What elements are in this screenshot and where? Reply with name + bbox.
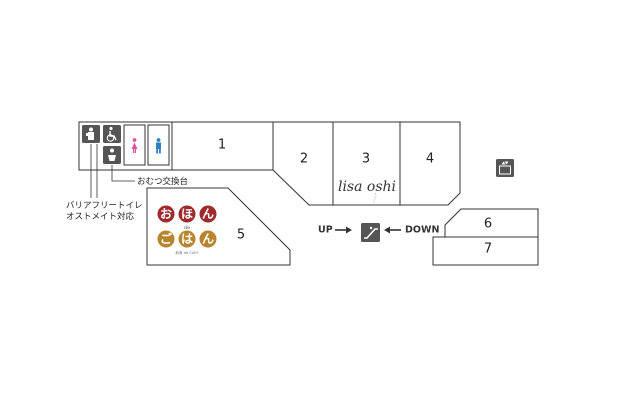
nursing-room-label: おむつ交換台: [137, 176, 188, 187]
store-3-logo-text: lisa oshi: [338, 179, 396, 195]
accessible-toilet-label-2: オストメイト対応: [66, 211, 135, 222]
store-3-logo: lisa oshi: [338, 179, 396, 206]
logo-char: は: [181, 232, 193, 246]
restroom-block[interactable]: [78, 121, 173, 171]
store-2-outline[interactable]: [272, 121, 334, 206]
ostomate-icon: [82, 125, 100, 143]
store-2-number: 2: [300, 152, 308, 167]
store-5-logo: お ほ ん de ご は ん 和食 de CAFE: [157, 205, 217, 255]
logo-sub: 和食 de CAFE: [175, 250, 199, 255]
store-4-number: 4: [426, 152, 434, 167]
logo-char: お: [160, 207, 172, 221]
store-6-number: 6: [484, 217, 492, 232]
store-4-outline[interactable]: [399, 121, 461, 206]
logo-char: ご: [160, 231, 173, 246]
store-7-number: 7: [484, 242, 492, 257]
wheelchair-icon: [103, 125, 121, 143]
logo-char: ん: [202, 207, 214, 221]
store-5-outline[interactable]: [146, 187, 291, 266]
male-toilet-icon: [147, 124, 170, 166]
logo-char: ん: [202, 232, 214, 246]
accessible-toilet-label-1: バリアフリートイレ: [66, 201, 143, 211]
escalator-group[interactable]: UP DOWN: [318, 223, 439, 242]
up-label: UP: [318, 225, 333, 236]
down-label: DOWN: [405, 225, 439, 236]
logo-char: ほ: [181, 207, 193, 221]
female-toilet-icon: [123, 124, 146, 166]
store-5-number: 5: [237, 228, 245, 243]
store-1-number: 1: [218, 138, 226, 153]
arrow-left-icon: [384, 226, 401, 234]
arrow-right-icon: [335, 226, 352, 234]
store-3-number: 3: [362, 152, 370, 167]
baby-changing-icon: [103, 146, 121, 164]
elevator-icon[interactable]: [496, 159, 514, 177]
logo-de: de: [184, 225, 190, 231]
store-7-outline[interactable]: [432, 236, 539, 266]
escalator-icon: [361, 223, 380, 242]
